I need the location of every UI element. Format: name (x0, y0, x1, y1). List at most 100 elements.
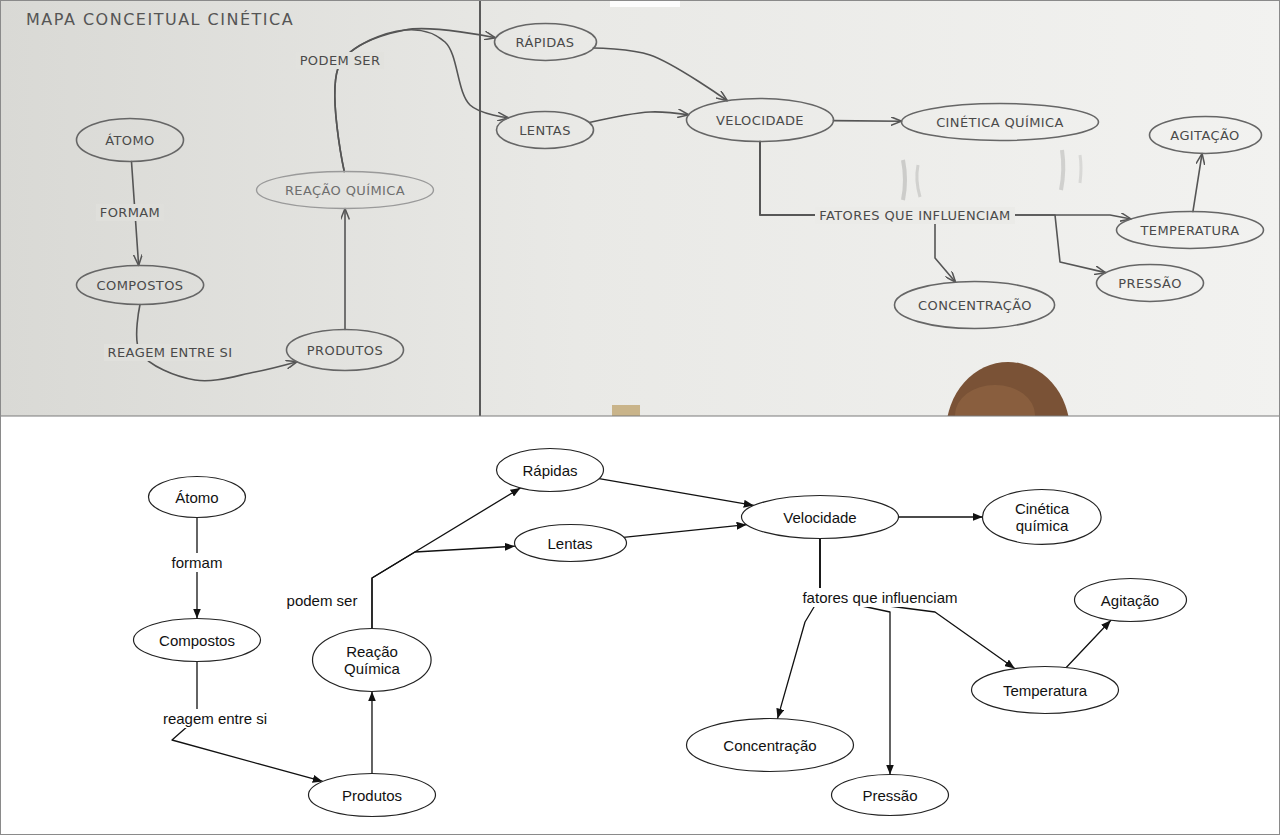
concept-arrow (760, 142, 1106, 273)
concept-text: COMPOSTOS (97, 278, 184, 293)
concept-oval: Velocidade (740, 494, 900, 540)
concept-text: Velocidade (783, 509, 856, 526)
concept-text: CINÉTICA QUÍMICA (936, 115, 1064, 130)
oval-shape (497, 449, 604, 492)
concept-oval: COMPOSTOS (75, 264, 205, 306)
concept-text: REAÇÃO QUÍMICA (285, 183, 405, 198)
link-phrase: reagem entre si (159, 709, 271, 728)
concept-text: Cinética química (1002, 500, 1082, 534)
oval-shape (832, 775, 949, 816)
concept-arrow (593, 48, 727, 101)
concept-oval: Produtos (307, 772, 437, 818)
concept-arrow (778, 539, 820, 719)
concept-text: VELOCIDADE (716, 113, 804, 128)
concept-arrow (589, 112, 688, 123)
concept-text: Átomo (175, 489, 218, 506)
smudge (1061, 150, 1063, 190)
concept-oval: Lentas (513, 523, 628, 563)
concept-text: AGITAÇÃO (1170, 128, 1239, 143)
concept-oval: Compostos (132, 617, 262, 663)
concept-arrow (335, 29, 496, 172)
oval-shape (742, 496, 899, 539)
hair-highlight (955, 385, 1035, 416)
concept-oval: Agitação (1073, 577, 1188, 623)
oval-shape (1074, 579, 1186, 622)
link-phrase: REAGEM ENTRE SI (104, 344, 237, 361)
concept-oval: Pressão (830, 773, 950, 817)
concept-text: Concentração (723, 737, 816, 754)
concept-arrow (899, 516, 983, 517)
concept-oval: AGITAÇÃO (1148, 115, 1263, 155)
link-phrase: FORMAM (96, 204, 164, 221)
oval-shape (1117, 212, 1264, 249)
concept-text: CONCENTRAÇÃO (918, 298, 1032, 313)
oval-shape (257, 172, 434, 209)
oval-shape (313, 629, 432, 692)
oval-shape (1097, 265, 1204, 302)
smudge (1080, 155, 1081, 183)
concept-arrow (372, 488, 520, 629)
oval-shape (497, 112, 594, 149)
concept-oval: REAÇÃO QUÍMICA (255, 170, 435, 210)
concept-oval: TEMPERATURA (1115, 210, 1265, 250)
concept-oval: LENTAS (495, 110, 595, 150)
concept-text: Rápidas (522, 462, 577, 479)
oval-shape (134, 619, 261, 662)
link-phrase: PODEM SER (296, 52, 385, 69)
concept-text: RÁPIDAS (516, 35, 575, 50)
concept-arrow (1193, 153, 1202, 211)
link-phrase: podem ser (283, 591, 362, 610)
board-title: MAPA CONCEITUAL CINÉTICA (26, 10, 294, 29)
concept-arrow (372, 546, 515, 628)
light-glare (610, 0, 680, 7)
oval-shape (972, 667, 1119, 714)
oval-shape (983, 490, 1102, 545)
concept-text: Produtos (342, 787, 402, 804)
concept-text: Agitação (1101, 592, 1159, 609)
concept-oval: Reação Química (311, 627, 433, 693)
oval-shape (76, 266, 203, 305)
concept-text: Lentas (547, 535, 592, 552)
concept-text: LENTAS (519, 123, 571, 138)
marker-tray-object (612, 405, 640, 416)
concept-oval: VELOCIDADE (685, 97, 835, 143)
oval-shape (895, 282, 1055, 329)
concept-arrow (1066, 620, 1111, 667)
concept-arrow (833, 120, 901, 122)
concept-text: PRODUTOS (307, 343, 383, 358)
photo-edge (0, 416, 1280, 417)
concept-oval: ÁTOMO (75, 117, 185, 163)
oval-shape (902, 104, 1099, 141)
smudge (917, 165, 920, 197)
concept-text: TEMPERATURA (1140, 223, 1239, 238)
board-seam (479, 0, 481, 416)
concept-oval: Cinética química (981, 488, 1103, 546)
concept-text: Pressão (862, 787, 917, 804)
concept-oval: Rápidas (495, 447, 605, 493)
oval-shape (149, 477, 246, 518)
oval-shape (514, 525, 626, 562)
concept-text: PRESSÃO (1118, 276, 1182, 291)
concept-arrow (599, 479, 754, 506)
concept-text: Compostos (159, 632, 235, 649)
concept-oval: PRODUTOS (285, 328, 405, 372)
concept-arrow (623, 525, 746, 538)
concept-oval: CINÉTICA QUÍMICA (900, 102, 1100, 142)
concept-arrow (344, 209, 346, 330)
oval-shape (687, 719, 854, 772)
link-phrase: FATORES QUE INFLUENCIAM (815, 207, 1014, 224)
student-head (946, 362, 1070, 416)
concept-oval: Concentração (685, 717, 855, 773)
concept-oval: PRESSÃO (1095, 263, 1205, 303)
concept-oval: Temperatura (970, 665, 1120, 715)
concept-text: Reação Química (332, 643, 412, 677)
concept-text: ÁTOMO (105, 133, 155, 148)
concept-arrow (371, 692, 372, 774)
link-phrase: fatores que influenciam (798, 588, 961, 607)
smudge (903, 160, 905, 200)
concept-oval: CONCENTRAÇÃO (893, 280, 1056, 330)
whiteboard (0, 0, 1280, 416)
